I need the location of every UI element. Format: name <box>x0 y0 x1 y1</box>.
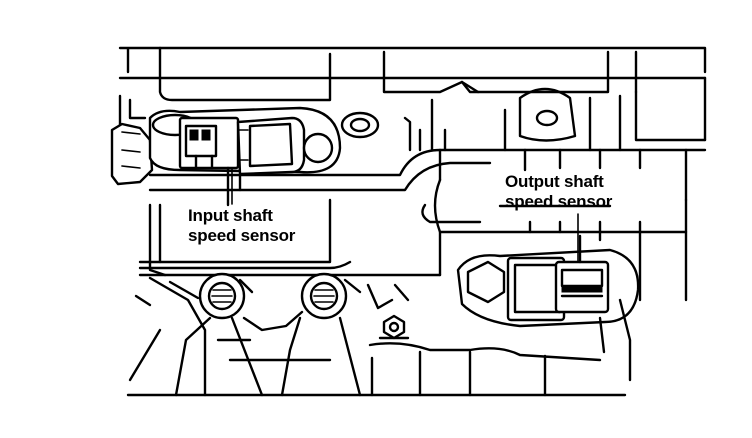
hex-nut <box>378 314 410 340</box>
input-shaft-speed-sensor <box>110 106 380 207</box>
lower-casting <box>126 276 627 397</box>
output-shaft-speed-sensor <box>456 234 640 382</box>
input-sensor-label-line1: Input shaft <box>188 206 273 225</box>
housing-outline <box>118 46 707 152</box>
output-sensor-label-line1: Output shaft <box>505 172 604 191</box>
bolt-left <box>198 272 246 320</box>
output-sensor-label: Output shaft speed sensor <box>505 172 612 212</box>
central-plate <box>138 178 688 302</box>
output-sensor-label-line2: speed sensor <box>505 192 613 211</box>
bolt-right <box>300 272 348 320</box>
input-sensor-label: Input shaft speed sensor <box>188 206 295 246</box>
input-sensor-label-line2: speed sensor <box>188 226 296 245</box>
upper-channel <box>148 148 707 202</box>
